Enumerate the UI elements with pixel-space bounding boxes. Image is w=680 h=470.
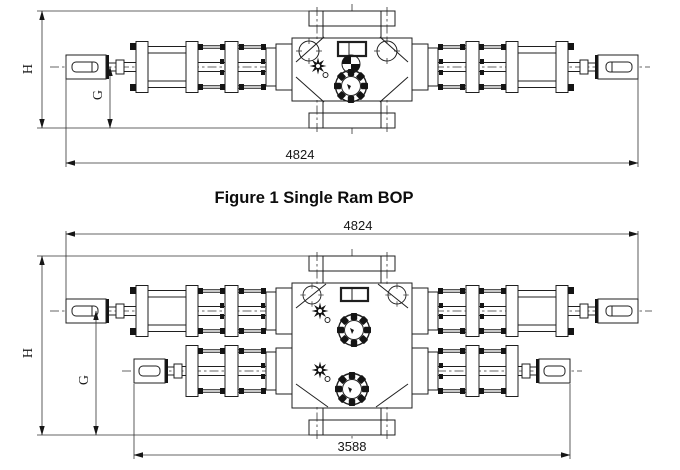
dim-label-G: G [91,90,106,100]
bop-body [291,251,413,440]
bottom-flange [308,404,396,440]
dim-label-G: G [77,375,92,385]
dim-label-H: H [21,64,36,74]
left-ram-actuator [65,41,293,93]
nameplate [339,286,370,303]
dim-label-overall-length: 4824 [344,218,373,233]
dim-label-overall-length: 4824 [286,147,315,162]
upper-side-outlet-flange [336,312,372,348]
bop-body [291,6,413,133]
dimensions-top-diagram: H G 4824 [21,10,639,167]
bottom-flange [308,97,396,133]
dim-label-lower-length: 3588 [338,439,367,454]
side-outlet-flange [333,68,369,104]
dimensions-bottom-diagram: 4824 H G 3588 [21,218,639,459]
lower-side-outlet-flange [334,371,370,407]
figure-caption: Figure 1 Single Ram BOP [215,189,414,207]
top-flange [308,251,396,287]
dim-label-H: H [21,348,36,358]
double-ram-bop-diagram: 4824 H G 3588 [21,218,652,459]
nameplate [336,40,368,58]
single-ram-bop-diagram: H G 4824 [21,4,650,167]
right-ram-actuator [411,41,639,93]
top-flange [308,6,396,42]
upper-right-ram-actuator [411,285,639,337]
upper-left-ram-actuator [65,285,293,337]
